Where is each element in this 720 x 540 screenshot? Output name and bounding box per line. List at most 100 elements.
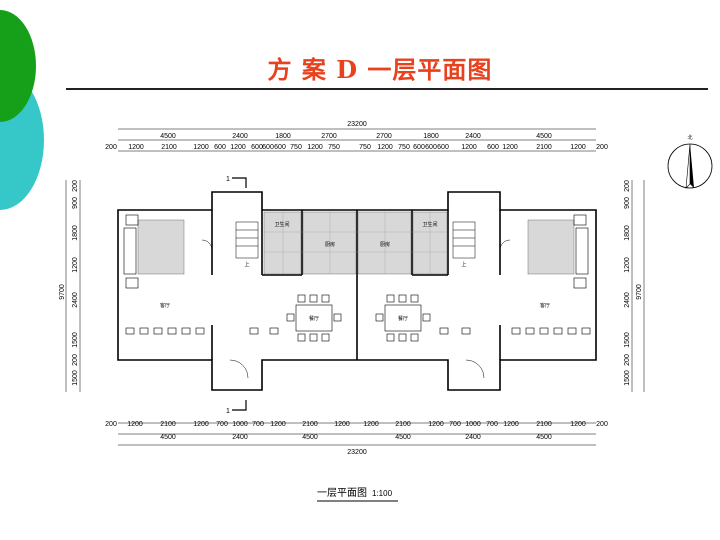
dim-right-inner: 200 900 1800 1200 2400 1500 200 1500 — [624, 180, 631, 386]
dim-left-6: 200 — [72, 354, 79, 366]
dim-bot1-8: 2100 — [302, 421, 318, 428]
building-walls — [117, 191, 597, 391]
dim-left-2: 1800 — [72, 225, 79, 241]
dim-left-1: 900 — [72, 197, 79, 209]
dim-bot1-14: 1000 — [465, 421, 481, 428]
dim-bot1-0: 200 — [105, 421, 117, 428]
dim-bot1-9: 1200 — [334, 421, 350, 428]
dim-bot1-11: 2100 — [395, 421, 411, 428]
dim-left-5: 1500 — [72, 332, 79, 348]
dim-right-4: 2400 — [624, 292, 631, 308]
decor-green-circle — [0, 10, 36, 122]
dim-bot1-16: 1200 — [503, 421, 519, 428]
dim-total-top: 23200 — [347, 121, 367, 128]
dim-bot1-7: 1200 — [270, 421, 286, 428]
dim-total-bottom: 23200 — [347, 449, 367, 456]
dim-top1-0: 4500 — [160, 133, 176, 140]
room-label-living-left: 客厅 — [160, 302, 170, 309]
page-title: 方 案 D 一层平面图 — [267, 55, 493, 84]
dim-bot1-19: 200 — [596, 421, 608, 428]
sofa-left-icon — [123, 214, 139, 289]
dining-table-left-icon — [286, 294, 342, 342]
dim-bot1-10: 1200 — [363, 421, 379, 428]
dim-top2-14: 750 — [398, 144, 410, 151]
dim-top2-5: 1200 — [230, 144, 246, 151]
dim-top2-3: 1200 — [193, 144, 209, 151]
dim-top2-18: 1200 — [461, 144, 477, 151]
dim-top2-10: 1200 — [307, 144, 323, 151]
dim-top1-2: 1800 — [275, 133, 291, 140]
dim-right-outer: 9700 — [636, 284, 643, 300]
stair-left-icon — [235, 221, 259, 259]
dim-bot1-6: 700 — [252, 421, 264, 428]
doors — [201, 239, 511, 379]
dim-right-1: 900 — [624, 197, 631, 209]
dim-right-3: 1200 — [624, 257, 631, 273]
dim-bottom-row1: 200 1200 2100 1200 700 1000 700 1200 210… — [105, 421, 608, 428]
section-marks — [232, 177, 247, 411]
dim-top1-3: 2700 — [321, 133, 337, 140]
dim-bot2-3: 4500 — [395, 434, 411, 441]
dim-bot2-4: 2400 — [465, 434, 481, 441]
dim-right-6: 200 — [624, 354, 631, 366]
dimension-lines — [65, 128, 645, 446]
dim-left-inner: 200 900 1800 1200 2400 1500 200 1500 — [72, 180, 79, 386]
dim-top2-7: 600 — [262, 144, 274, 151]
dim-bot1-4: 700 — [216, 421, 228, 428]
stair-right-icon — [452, 221, 476, 259]
dim-left-0: 200 — [72, 180, 79, 192]
room-label-kitchen-right: 厨房 — [380, 241, 390, 248]
dim-top2-6: 600 — [251, 144, 263, 151]
dining-table-right-icon — [375, 294, 431, 342]
dim-right-2: 1800 — [624, 225, 631, 241]
dim-bot1-5: 1000 — [232, 421, 248, 428]
dim-top2-11: 750 — [328, 144, 340, 151]
dim-top2-23: 200 — [596, 144, 608, 151]
dim-bot1-2: 2100 — [160, 421, 176, 428]
room-label-bath-right: 卫生间 — [422, 221, 437, 228]
dim-top2-0: 200 — [105, 144, 117, 151]
dim-top1-7: 4500 — [536, 133, 552, 140]
dim-top2-16: 600 — [425, 144, 437, 151]
dim-top2-8: 600 — [274, 144, 286, 151]
room-label-bath-left: 卫生间 — [274, 221, 289, 228]
north-arrow-icon: 北 — [667, 134, 713, 189]
room-label-kitchen-left: 厨房 — [325, 241, 335, 248]
dim-right-7: 1500 — [624, 370, 631, 386]
dim-bot1-18: 1200 — [570, 421, 586, 428]
dim-bot1-3: 1200 — [193, 421, 209, 428]
tile-grid — [264, 212, 447, 274]
room-label-living-right: 客厅 — [540, 302, 550, 309]
dim-bot1-15: 700 — [486, 421, 498, 428]
drawing-scale: 1:100 — [372, 489, 393, 498]
tiled-floors — [137, 211, 575, 275]
dim-top2-22: 1200 — [570, 144, 586, 151]
dim-bot2-5: 4500 — [536, 434, 552, 441]
dim-top2-4: 600 — [214, 144, 226, 151]
dim-top2-2: 2100 — [161, 144, 177, 151]
dim-bot1-12: 1200 — [428, 421, 444, 428]
dim-top-row2: 200 1200 2100 1200 600 1200 600 600 600 … — [105, 144, 608, 151]
drawing-caption: 一层平面图 — [317, 487, 367, 499]
dim-top2-21: 2100 — [536, 144, 552, 151]
room-label-stair-right: 上 — [461, 261, 466, 268]
title-divider — [66, 88, 708, 90]
dim-top2-15: 600 — [413, 144, 425, 151]
dim-top2-13: 1200 — [377, 144, 393, 151]
dim-top2-9: 750 — [290, 144, 302, 151]
bottom-windows — [125, 327, 591, 335]
dim-top1-4: 2700 — [376, 133, 392, 140]
dim-left-outer: 9700 — [59, 284, 66, 300]
dim-top1-6: 2400 — [465, 133, 481, 140]
dim-bot2-2: 4500 — [302, 434, 318, 441]
dim-bot1-13: 700 — [449, 421, 461, 428]
dim-bot1-1: 1200 — [127, 421, 143, 428]
dim-top2-12: 750 — [359, 144, 371, 151]
dim-top-row1: 4500 2400 1800 2700 2700 1800 2400 4500 — [160, 133, 552, 140]
section-mark-bottom: 1 — [226, 408, 230, 415]
dim-top2-17: 600 — [437, 144, 449, 151]
sofa-right-icon — [573, 214, 589, 289]
dim-bottom-row2: 4500 2400 4500 4500 2400 4500 — [160, 434, 552, 441]
dim-right-0: 200 — [624, 180, 631, 192]
